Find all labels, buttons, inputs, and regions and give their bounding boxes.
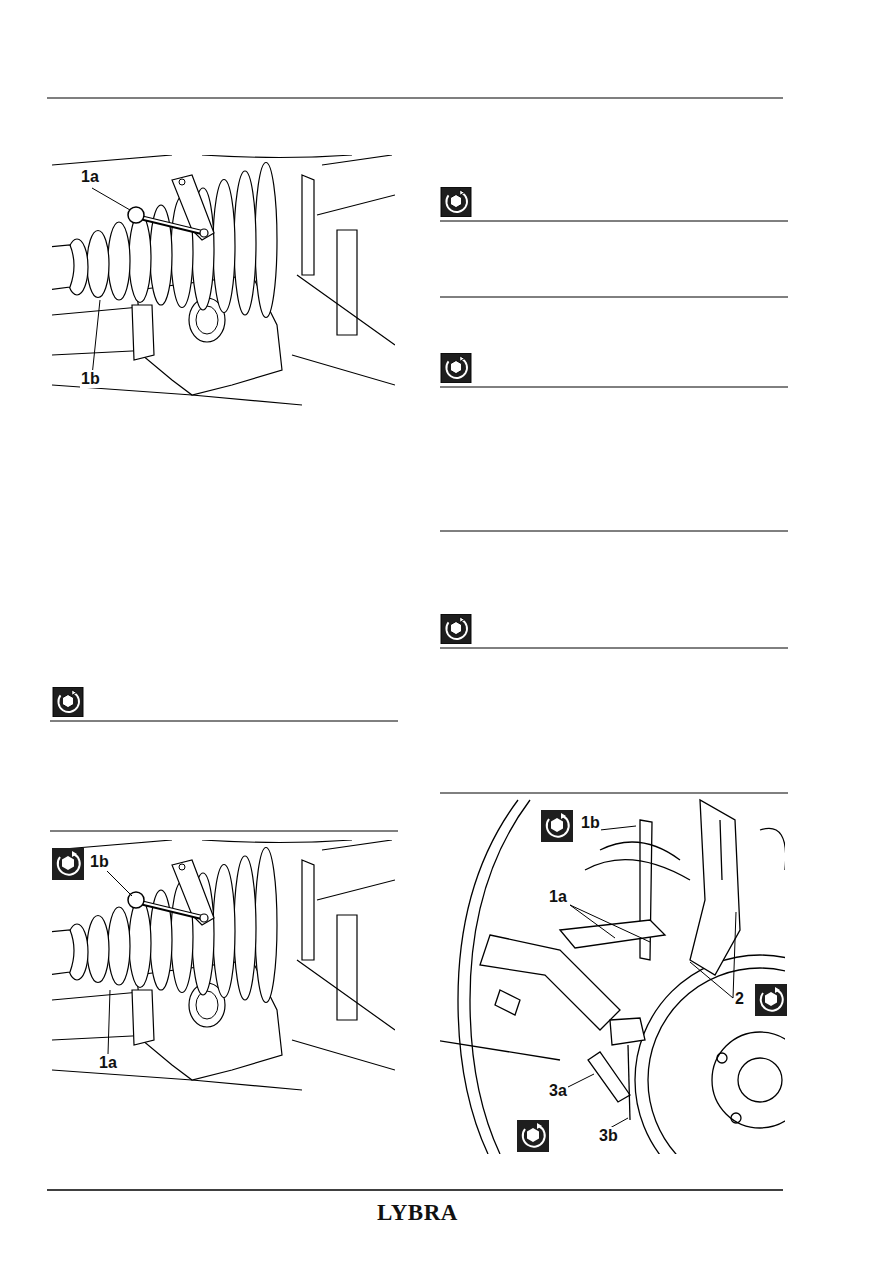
- illustration-part: [179, 179, 185, 185]
- front-suspension-illustration: [440, 800, 785, 1154]
- illustration-part: [87, 231, 109, 298]
- callout-number: 3b: [598, 1127, 619, 1145]
- illustration-part: [292, 275, 395, 385]
- illustration-part: [132, 990, 154, 1045]
- illustration-part: [87, 916, 109, 983]
- illustration-part: [52, 385, 302, 405]
- illustration-part: [196, 306, 218, 334]
- callout-number: 3a: [548, 1082, 568, 1100]
- illustration-part: [317, 840, 395, 900]
- illustration-part: [302, 860, 314, 960]
- illustration-part: [196, 991, 218, 1019]
- callout-number: 1b: [89, 853, 110, 871]
- footer-brand: LYBRA: [377, 1200, 458, 1226]
- illustration-part: [52, 245, 74, 290]
- illustration-part: [138, 902, 204, 918]
- illustration-part: [234, 171, 256, 315]
- illustration-part: [200, 914, 208, 922]
- callout-number: 1b: [580, 814, 601, 832]
- illustration-part: [302, 175, 314, 275]
- illustration-part: [213, 865, 235, 998]
- illustration-part: [200, 229, 208, 237]
- callout-number: 2: [734, 990, 745, 1008]
- illustration-part: [108, 907, 130, 985]
- illustration-part: [129, 214, 151, 303]
- header-rule: [47, 97, 783, 98]
- illustration-part: [140, 217, 202, 232]
- illustration-part: [129, 899, 151, 988]
- illustration-part: [128, 207, 144, 223]
- leader-line: [92, 300, 100, 376]
- illustration-part: [255, 163, 277, 318]
- illustration-part: [213, 180, 235, 313]
- illustration-part: [138, 217, 204, 233]
- callout-number: 1a: [548, 888, 568, 906]
- steering-boot-illustration: [52, 840, 395, 1090]
- steering-boot-illustration: [52, 155, 395, 405]
- callout-number: 1b: [80, 370, 101, 388]
- footer-rule: [47, 1189, 783, 1191]
- torque-note-blocks: [50, 187, 788, 831]
- illustration-part: [337, 915, 357, 1020]
- illustration-part: [52, 840, 352, 850]
- illustration-part: [317, 155, 395, 215]
- illustration-part: [337, 230, 357, 335]
- torque-icon: [52, 810, 787, 1152]
- illustration-part: [179, 864, 185, 870]
- illustration-part: [292, 960, 395, 1070]
- leader-line: [108, 990, 110, 1054]
- illustration-part: [140, 902, 202, 917]
- callout-number: 1a: [80, 168, 100, 186]
- illustration-part: [52, 155, 352, 165]
- leader-line: [106, 870, 132, 896]
- illustration-part: [132, 305, 154, 360]
- illustration-part: [234, 856, 256, 1000]
- illustration-part: [52, 1070, 302, 1090]
- illustration-part: [255, 848, 277, 1003]
- leader-line: [92, 188, 130, 210]
- illustration-part: [108, 222, 130, 300]
- illustration-part: [52, 930, 74, 975]
- callout-number: 1a: [98, 1054, 118, 1072]
